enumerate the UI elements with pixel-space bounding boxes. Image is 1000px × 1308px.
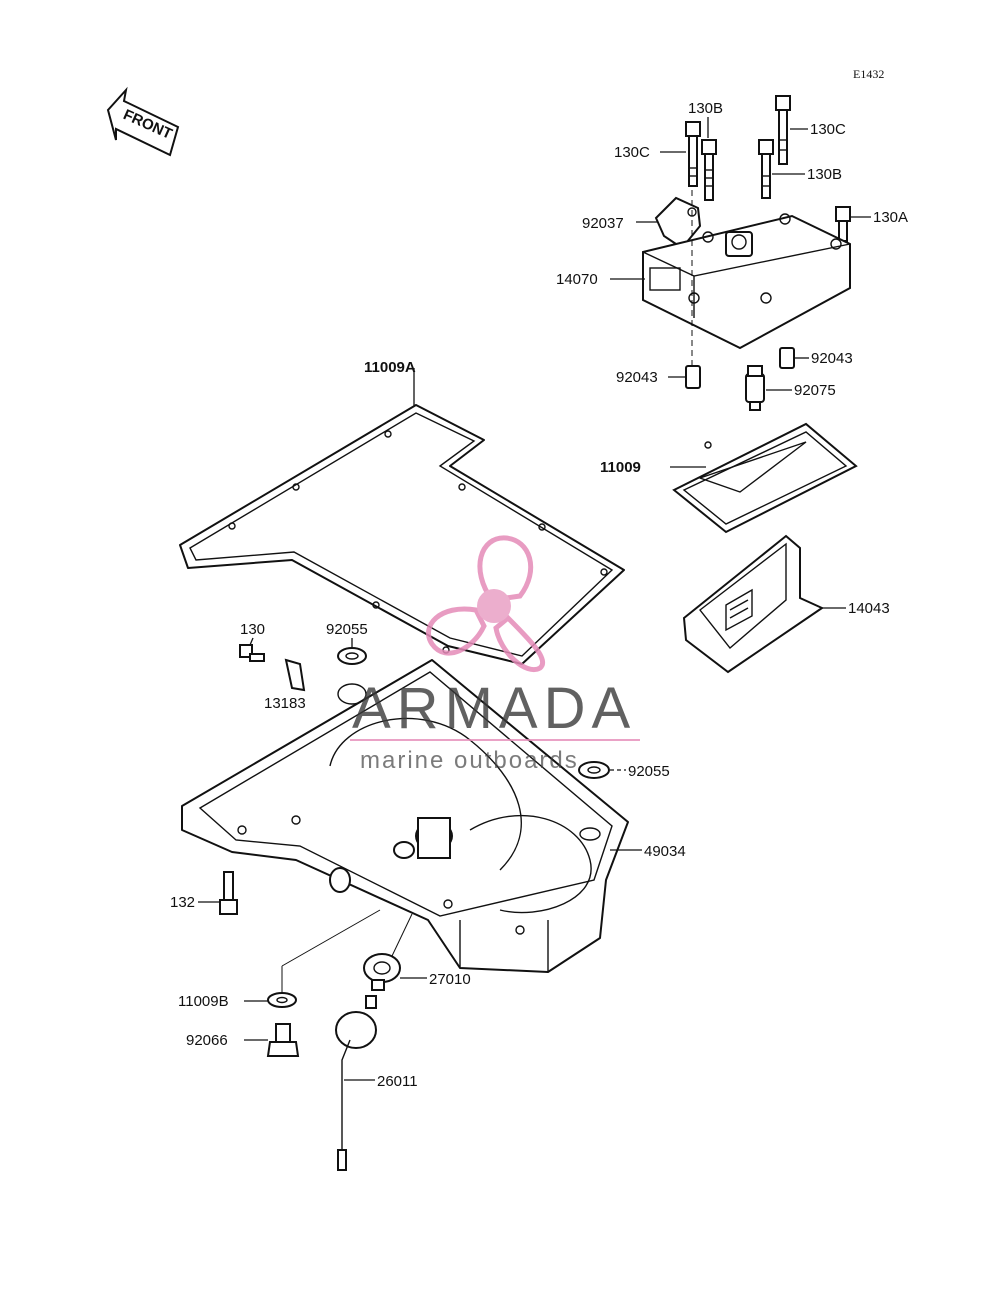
callout-130B-top: 130B: [688, 100, 723, 117]
callout-92043-right: 92043: [811, 350, 853, 367]
callout-92075: 92075: [794, 382, 836, 399]
watermark-logo: [426, 535, 546, 673]
callout-11009A: 11009A: [364, 359, 416, 376]
callout-132: 132: [170, 894, 195, 911]
washer-92055-top-icon: [337, 647, 367, 665]
dowel-92043-right-icon: [779, 347, 795, 369]
callout-92055-right: 92055: [628, 763, 670, 780]
bolt-130C-left-icon: [685, 121, 701, 187]
propeller-blade-right-icon: [493, 614, 546, 673]
washer-92055-right-icon: [578, 761, 610, 779]
callout-49034: 49034: [644, 843, 686, 860]
callout-130A: 130A: [873, 209, 908, 226]
oil-pressure-switch-27010-icon: [363, 953, 401, 991]
callout-92043-left: 92043: [616, 369, 658, 386]
callout-14070: 14070: [556, 271, 598, 288]
washer-11009B-icon: [267, 992, 297, 1008]
callout-11009B: 11009B: [178, 993, 229, 1010]
callout-13183: 13183: [264, 695, 306, 712]
breather-cover-14070-icon: [642, 213, 851, 350]
bolt-130C-right-icon: [775, 95, 791, 165]
callout-11009: 11009: [600, 459, 641, 476]
callout-14043: 14043: [848, 600, 890, 617]
separator-14043-icon: [682, 534, 825, 674]
callout-92055-top: 92055: [326, 621, 368, 638]
bolt-130B-icon: [701, 139, 717, 201]
diagram-code: E1432: [853, 67, 884, 81]
callout-92066: 92066: [186, 1032, 228, 1049]
callout-130C-left: 130C: [614, 144, 650, 161]
propeller-blade-left-icon: [426, 606, 487, 656]
propeller-hub-icon: [477, 589, 511, 623]
propeller-blade-top-icon: [477, 535, 534, 603]
bolt-130B-right-icon: [758, 139, 774, 199]
wire-lead-26011-icon: [335, 995, 377, 1171]
callout-27010: 27010: [429, 971, 471, 988]
bolt-130-icon: [239, 644, 265, 662]
callout-130B-right: 130B: [807, 166, 842, 183]
bolt-132-icon: [219, 871, 238, 915]
callout-130C-right: 130C: [810, 121, 846, 138]
bolt-130A-icon: [835, 206, 851, 242]
gasket-11009-icon: [672, 422, 858, 534]
watermark-brand: ARMADA: [352, 676, 636, 741]
callout-26011: 26011: [377, 1073, 418, 1090]
drain-plug-92066-icon: [266, 1023, 300, 1057]
front-arrow-icon: FRONT: [106, 86, 180, 157]
damper-92075-icon: [745, 365, 765, 411]
watermark-tagline: marine outboards: [360, 747, 579, 774]
callout-92037: 92037: [582, 215, 624, 232]
dowel-92043-left-icon: [685, 365, 701, 389]
callout-130: 130: [240, 621, 265, 638]
oil-pan-49034-icon: [181, 659, 629, 973]
clamp-13183-icon: [284, 658, 306, 692]
bracket-92037-icon: [654, 196, 702, 250]
